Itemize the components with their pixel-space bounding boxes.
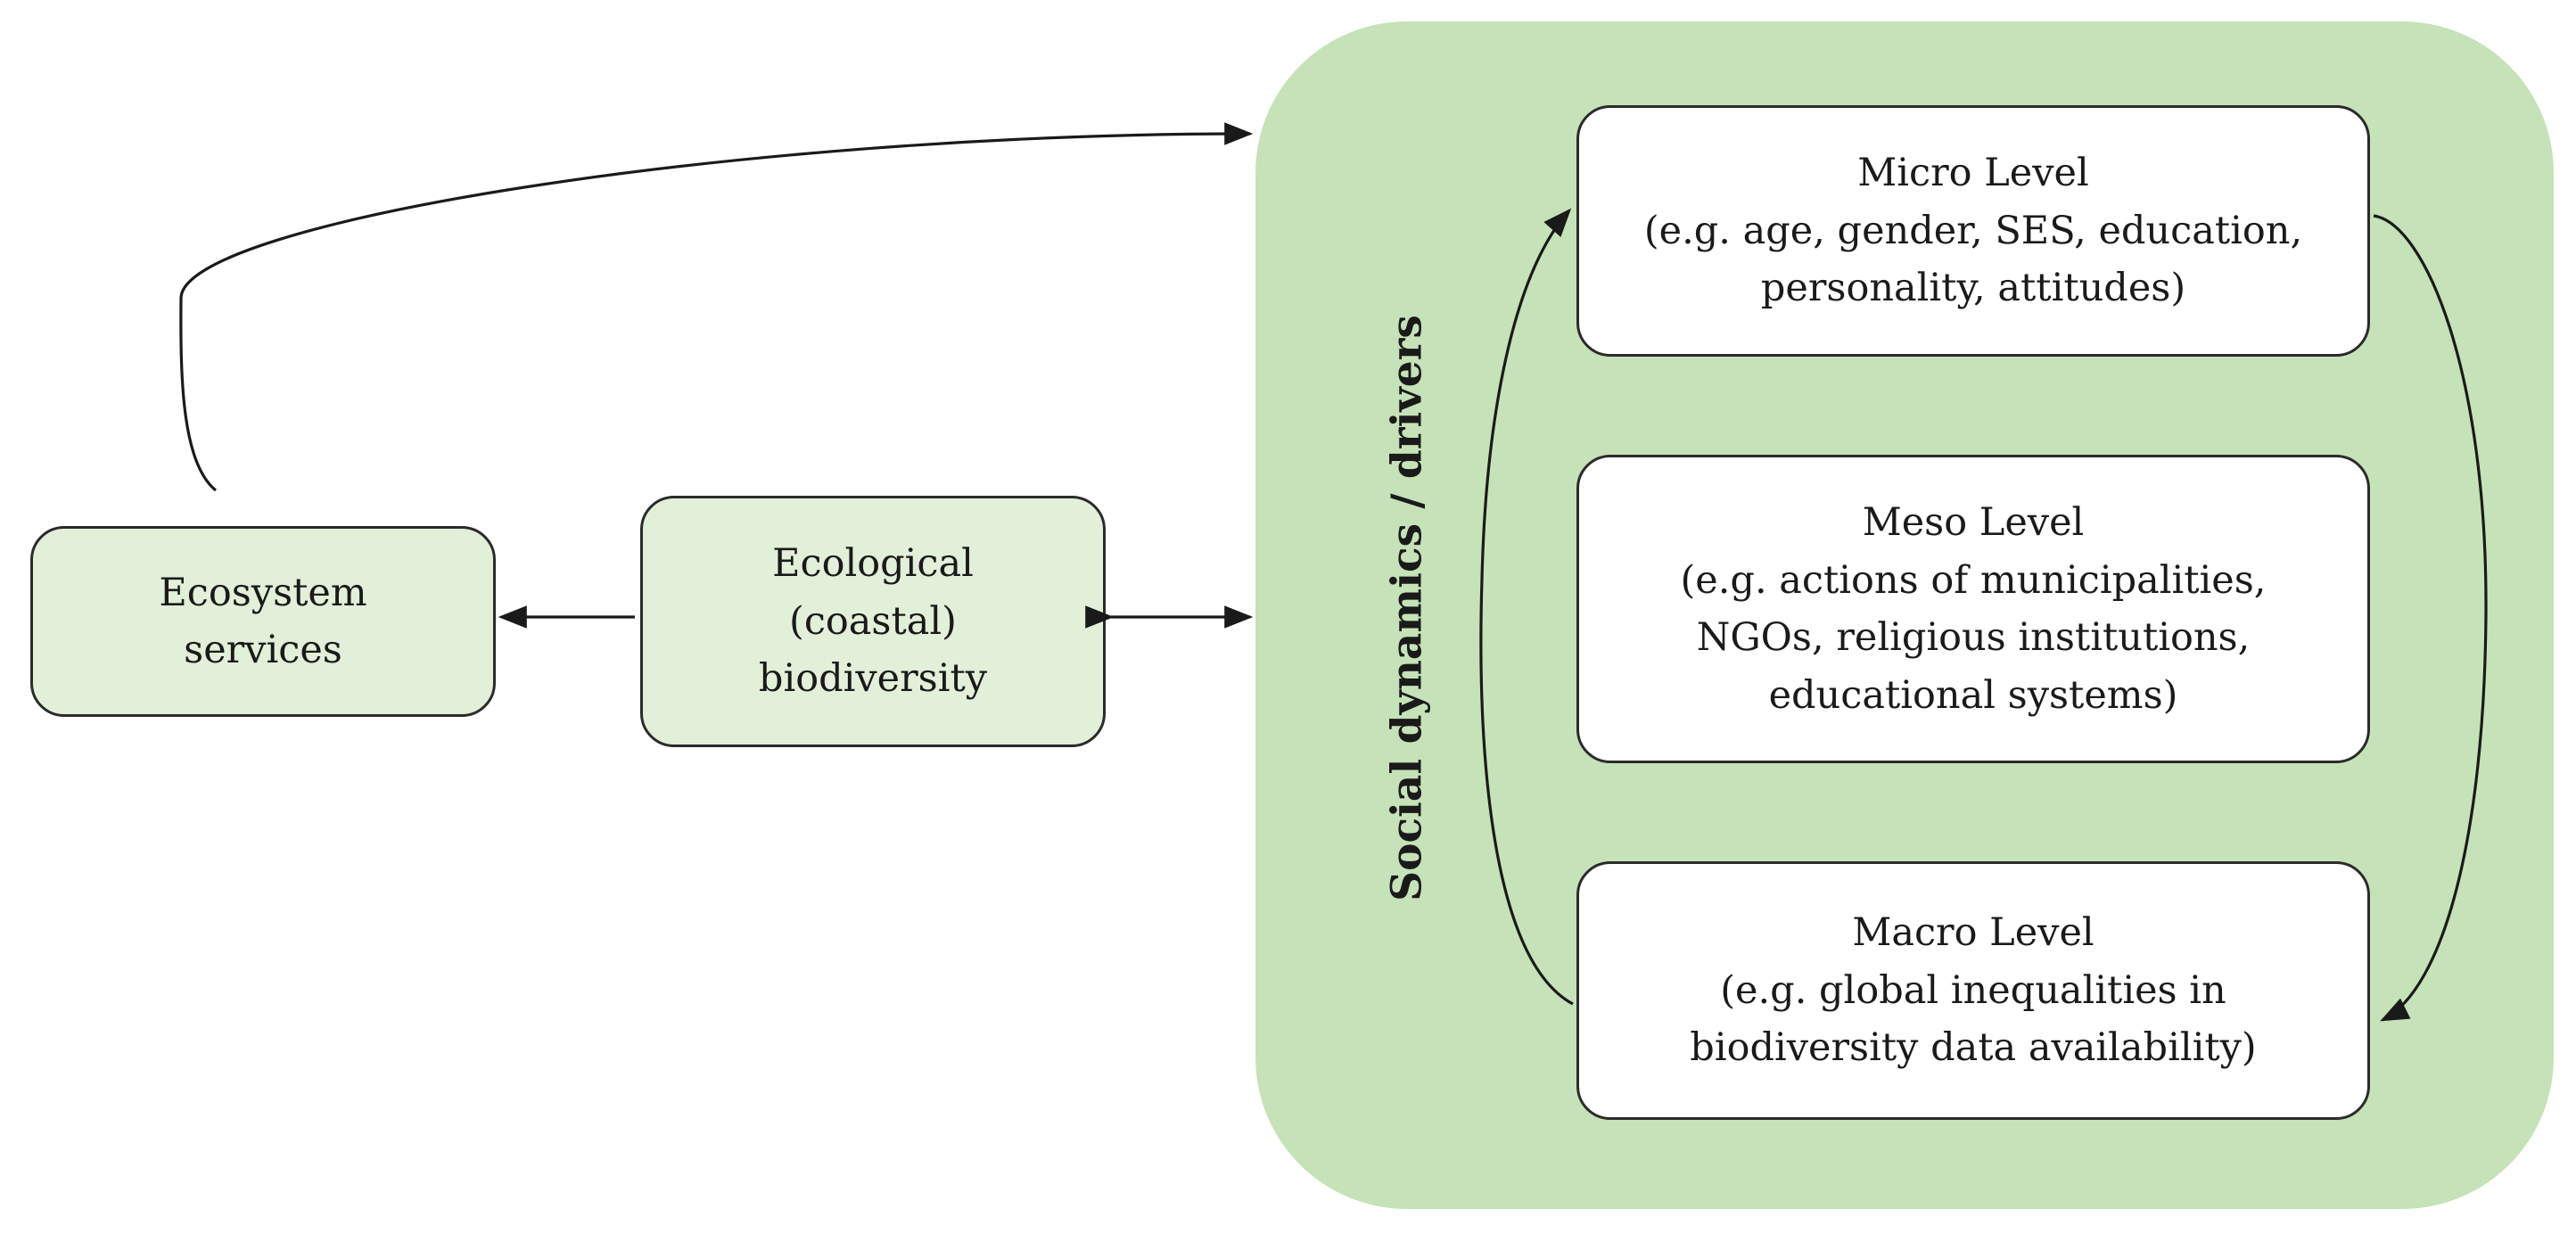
meso-level-line2: NGOs, religious institutions, [1696,615,2251,660]
ecological-biodiversity-line3: biodiversity [758,656,988,702]
services-to-social-arrow [179,122,1254,492]
micro-level-line1: (e.g. age, gender, SES, education, [1643,208,2303,253]
micro-level-line2: personality, attitudes) [1760,266,2186,311]
micro-level-box: Micro Level (e.g. age, gender, SES, educ… [1576,105,2370,357]
macro-to-micro-arrow [1479,208,1574,1006]
macro-level-line1: (e.g. global inequalities in [1720,967,2226,1013]
macro-level-title: Macro Level [1852,910,2095,956]
meso-level-line3: educational systems) [1768,672,2178,718]
micro-level-title: Micro Level [1857,151,2089,196]
ecosystem-services-line1: Ecosystem [159,570,367,615]
ecosystem-services-box: Ecosystem services [30,526,496,717]
ecological-biodiversity-line2: (coastal) [789,598,957,644]
macro-level-box: Macro Level (e.g. global inequalities in… [1576,861,2370,1120]
meso-level-box: Meso Level (e.g. actions of municipaliti… [1576,455,2370,763]
ecological-biodiversity-line1: Ecological [772,541,974,587]
meso-level-title: Meso Level [1862,500,2085,545]
meso-level-line1: (e.g. actions of municipalities, [1680,557,2267,603]
micro-to-macro-arrow [2373,214,2488,1022]
ecological-biodiversity-box: Ecological (coastal) biodiversity [640,496,1106,747]
ecosystem-services-line2: services [184,628,342,672]
macro-level-line2: biodiversity data availability) [1690,1025,2257,1071]
